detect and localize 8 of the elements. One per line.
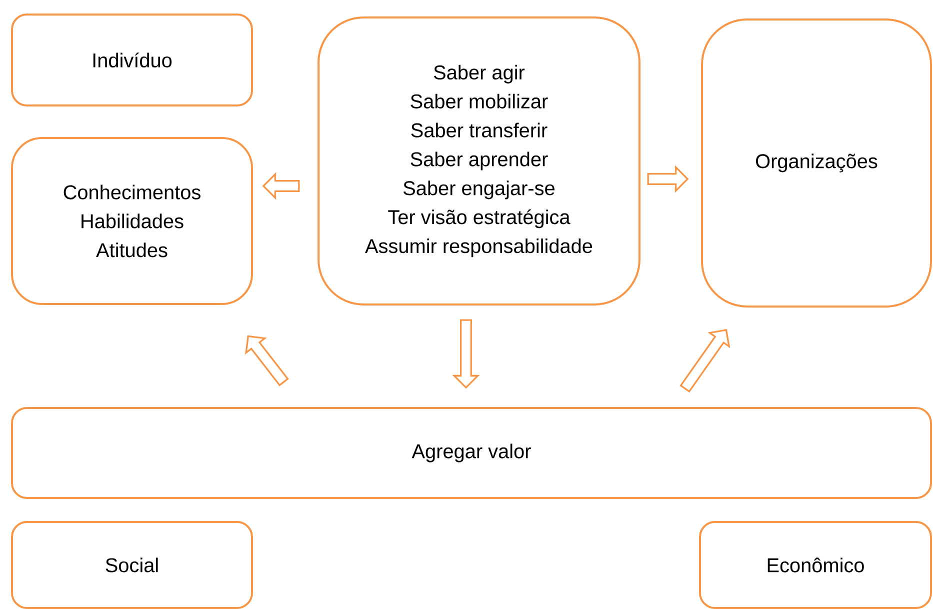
rounded-box: Organizações	[701, 18, 932, 308]
block-arrow	[244, 335, 289, 386]
rounded-box: Econômico	[699, 520, 932, 609]
rounded-box: Social	[11, 520, 253, 609]
rounded-box: Saber agir Saber mobilizar Saber transferir Saber aprender Saber engajar-se Ter visão estratégica Assumir responsabilidade	[318, 16, 640, 306]
rounded-box: Conhecimentos Habilidades Atitudes	[11, 137, 253, 305]
rounded-box: Indivíduo	[11, 14, 253, 106]
rounded-box: Agregar valor	[11, 407, 932, 499]
